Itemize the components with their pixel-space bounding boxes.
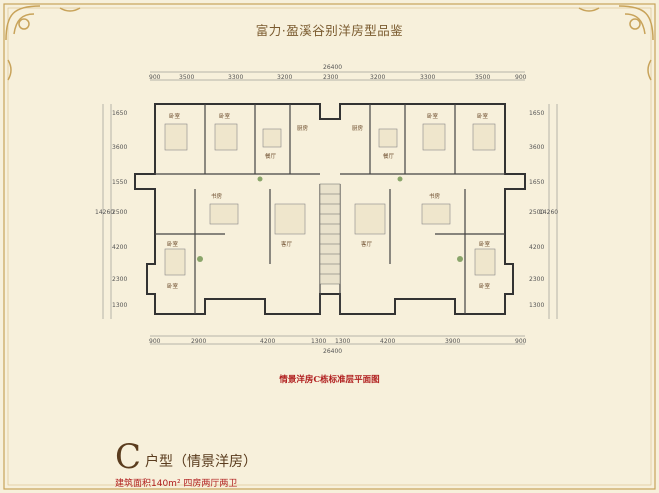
dim-left-1: 1650: [112, 110, 128, 117]
dim-top-2: 3500: [179, 74, 195, 81]
room-label: 餐厅: [265, 154, 277, 160]
dim-left-5: 4200: [112, 244, 128, 251]
room-label: 厨房: [297, 126, 309, 132]
dim-bottom-5: 1300: [335, 338, 351, 345]
dim-top-3: 3300: [228, 74, 244, 81]
room-label: 书房: [211, 194, 223, 200]
dim-right-total: 14260: [539, 209, 559, 216]
dim-right-3: 1650: [529, 179, 545, 186]
room-label: 卧室: [167, 284, 179, 290]
room-label: 卧室: [479, 242, 491, 248]
dim-right-1: 1650: [529, 110, 545, 117]
unit-type-letter: C: [115, 437, 142, 477]
dim-left-4: 2500: [112, 209, 128, 216]
dim-right-5: 4200: [529, 244, 545, 251]
dim-left-6: 2300: [112, 276, 128, 283]
dim-bottom-6: 4200: [380, 338, 396, 345]
dim-right-6: 2300: [529, 276, 545, 283]
dim-bottom-4: 1300: [311, 338, 327, 345]
dim-left-7: 1300: [112, 302, 128, 309]
dim-top-9: 900: [515, 74, 527, 81]
dim-bottom-3: 4200: [260, 338, 276, 345]
room-label: 卧室: [219, 114, 231, 120]
dim-bottom-7: 3900: [445, 338, 461, 345]
dim-top-6: 3200: [370, 74, 386, 81]
room-label: 卧室: [167, 242, 179, 248]
unit-type-summary: 建筑面积140m² 四房两厅两卫: [115, 479, 238, 489]
room-label: 书房: [429, 194, 441, 200]
dim-left-total: 14260: [95, 209, 115, 216]
corner-ornament-top-right: [578, 5, 654, 81]
dim-bottom-1: 900: [149, 338, 161, 345]
dim-top-8: 3500: [475, 74, 491, 81]
dim-bottom-total: 26400: [323, 348, 343, 355]
dim-top-total: 26400: [323, 64, 343, 71]
dim-top-5: 2300: [323, 74, 339, 81]
room-label: 卧室: [427, 114, 439, 120]
dim-top-1: 900: [149, 74, 161, 81]
dim-right-7: 1300: [529, 302, 545, 309]
corner-ornament-top-left: [5, 5, 81, 81]
dim-top-4: 3200: [277, 74, 293, 81]
room-label: 客厅: [281, 242, 293, 248]
room-label: 厨房: [352, 126, 364, 132]
dim-bottom-8: 900: [515, 338, 527, 345]
floor-plan: 26400 900 3500 3300 3200 2300 3200 3300 …: [95, 64, 565, 364]
room-label: 卧室: [479, 284, 491, 290]
unit-type-name: 户型（情景洋房）: [145, 454, 258, 470]
room-label: 卧室: [477, 114, 489, 120]
room-label: 卧室: [169, 114, 181, 120]
dim-right-4: 2500: [529, 209, 545, 216]
dim-right-2: 3600: [529, 144, 545, 151]
dim-top-7: 3300: [420, 74, 436, 81]
dim-bottom-2: 2900: [191, 338, 207, 345]
dim-left-2: 3600: [112, 144, 128, 151]
floor-plan-drawing: [102, 71, 558, 345]
dim-left-3: 1550: [112, 179, 128, 186]
page-title: 富力·盈溪谷别洋房型品鉴: [255, 23, 404, 38]
plan-caption: 情景洋房C栋标准层平面图: [279, 375, 380, 385]
room-label: 餐厅: [383, 154, 395, 160]
room-label: 客厅: [361, 242, 373, 248]
